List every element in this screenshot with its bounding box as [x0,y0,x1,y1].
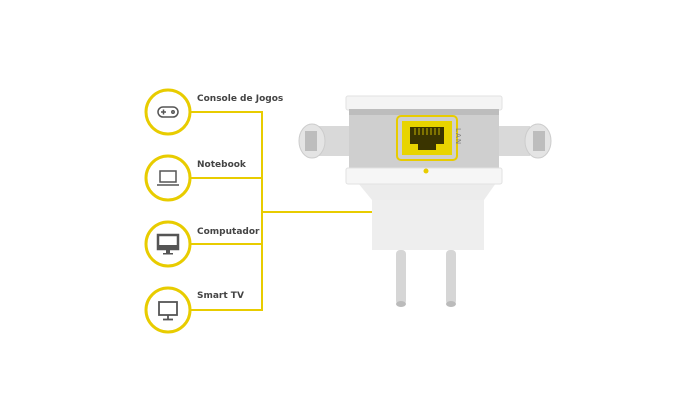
device-label-smart-tv: Smart TV [197,291,244,301]
device-circle [144,88,192,136]
device-label-console: Console de Jogos [197,94,284,104]
device-label-notebook: Notebook [197,160,246,170]
connection-dot [423,168,429,174]
desktop-monitor-icon [156,233,180,255]
device-circle [144,154,192,202]
gamepad-icon [157,106,179,118]
device-label-computador: Computador [197,227,260,237]
device-circle [144,286,192,334]
laptop-icon [157,170,179,186]
lan-port-label: LAN [454,128,462,146]
device-circle [144,220,192,268]
lan-port-highlight [396,115,458,161]
range-extender-device [298,95,552,307]
tv-icon [158,301,178,321]
